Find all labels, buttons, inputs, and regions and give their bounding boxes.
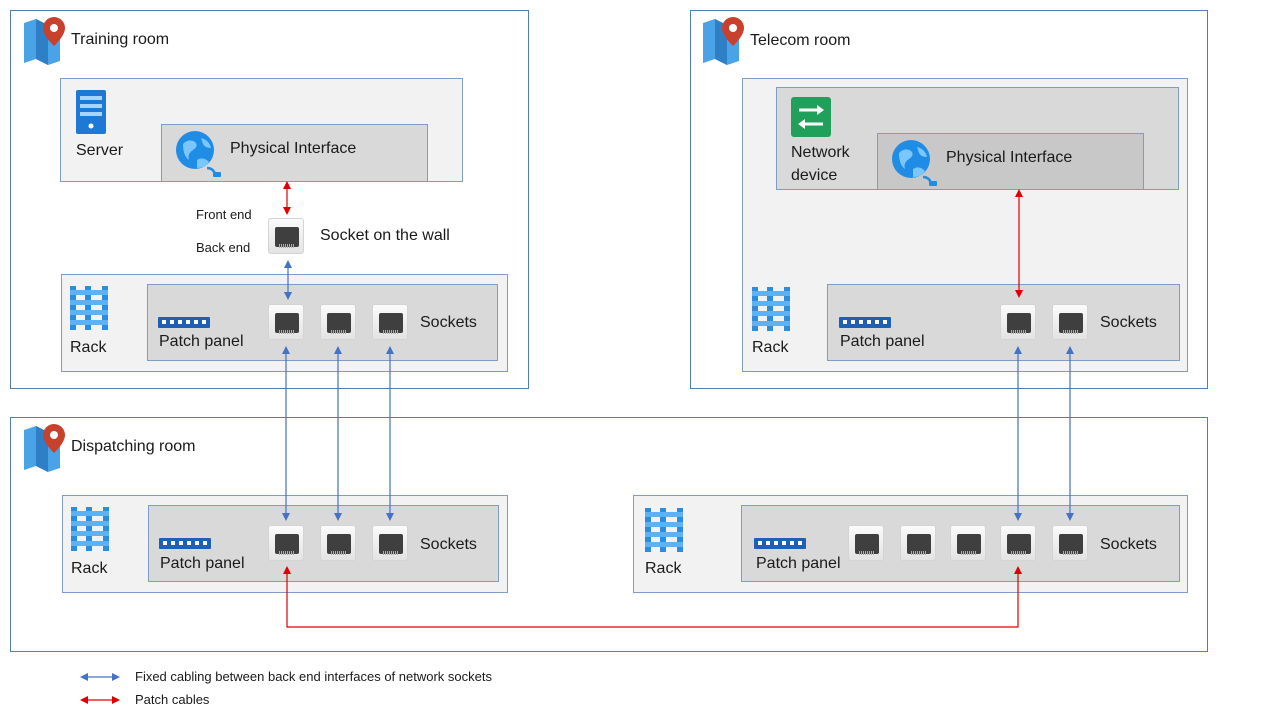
network-device-label-line2: device — [791, 167, 838, 184]
rack-icon — [70, 286, 108, 330]
patch-socket — [1052, 525, 1088, 561]
legend-fixed-cabling-label: Fixed cabling between back end interface… — [135, 669, 492, 684]
patch-socket — [1000, 525, 1036, 561]
sockets-label: Sockets — [420, 314, 477, 331]
patch-panel-icon — [158, 317, 210, 328]
patch-panel-icon — [159, 538, 211, 549]
wall-socket — [268, 218, 304, 254]
map-pin-icon — [703, 17, 744, 65]
dispatching-room-title: Dispatching room — [71, 438, 196, 455]
globe-network-icon — [176, 131, 221, 177]
front-end-label: Front end — [196, 207, 252, 222]
rack-icon — [645, 508, 683, 552]
wall-socket-label: Socket on the wall — [320, 227, 450, 244]
patch-socket — [372, 304, 408, 340]
network-device-label-line1: Network — [791, 144, 850, 161]
server-label: Server — [76, 142, 124, 159]
rack-label: Rack — [71, 560, 108, 577]
server-physical-interface-label: Physical Interface — [230, 140, 357, 157]
patch-socket — [268, 304, 304, 340]
rack-icon — [752, 287, 790, 331]
back-end-label: Back end — [196, 240, 251, 255]
sockets-label: Sockets — [1100, 536, 1157, 553]
network-switch-icon — [791, 97, 831, 137]
patch-cable — [283, 566, 1022, 628]
rack-label: Rack — [70, 339, 107, 356]
map-pin-icon — [24, 17, 65, 65]
rack-label: Rack — [752, 339, 789, 356]
patch-panel-label: Patch panel — [840, 333, 925, 350]
map-pin-icon — [24, 424, 65, 472]
patch-panel-icon — [754, 538, 806, 549]
patch-socket — [268, 525, 304, 561]
training-room-title: Training room — [71, 31, 170, 48]
sockets-label: Sockets — [1100, 314, 1157, 331]
patch-socket — [950, 525, 986, 561]
sockets-label: Sockets — [420, 536, 477, 553]
server-icon — [76, 90, 106, 134]
patch-socket — [1052, 304, 1088, 340]
patch-panel-label: Patch panel — [159, 333, 244, 350]
patch-socket — [848, 525, 884, 561]
globe-network-icon — [892, 140, 937, 186]
network-physical-interface-label: Physical Interface — [946, 149, 1073, 166]
patch-socket — [1000, 304, 1036, 340]
patch-socket — [320, 304, 356, 340]
telecom-room-title: Telecom room — [750, 32, 851, 49]
server-physical-interface — [161, 124, 428, 182]
patch-panel-icon — [839, 317, 891, 328]
patch-socket — [900, 525, 936, 561]
patch-socket — [320, 525, 356, 561]
legend-patch-cables-label: Patch cables — [135, 692, 210, 707]
patch-panel-label: Patch panel — [160, 555, 245, 572]
patch-socket — [372, 525, 408, 561]
rack-icon — [71, 507, 109, 551]
